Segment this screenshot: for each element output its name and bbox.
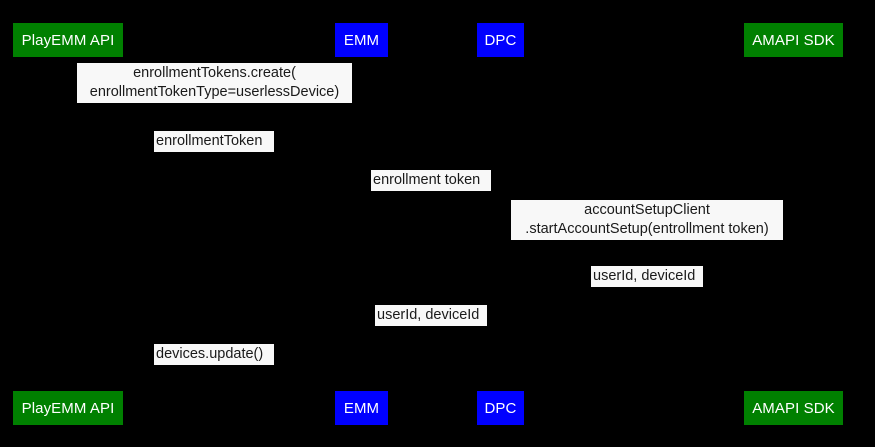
message-arrow-7-line bbox=[68, 372, 361, 373]
message-arrow-4-head bbox=[784, 243, 793, 251]
message-arrow-4-line bbox=[500, 247, 793, 248]
lifeline-amapi-sdk bbox=[793, 58, 794, 390]
message-label-4: accountSetupClient .startAccountSetup(en… bbox=[511, 200, 783, 240]
message-arrow-3-line bbox=[361, 198, 500, 199]
participant-footer-label-emm: EMM bbox=[343, 399, 380, 417]
message-arrow-2-line bbox=[68, 159, 361, 160]
message-arrow-5-line bbox=[500, 294, 793, 295]
lifeline-dpc bbox=[500, 58, 501, 390]
participant-footer-playemm-api[interactable]: PlayEMM API bbox=[12, 390, 124, 426]
message-arrow-6-line bbox=[361, 333, 500, 334]
participant-label-dpc: DPC bbox=[484, 31, 517, 49]
participant-footer-emm[interactable]: EMM bbox=[334, 390, 389, 426]
message-label-2: enrollmentToken bbox=[154, 131, 274, 152]
message-label-1: enrollmentTokens.create( enrollmentToken… bbox=[77, 63, 352, 103]
participant-footer-label-amapi-sdk: AMAPI SDK bbox=[752, 399, 835, 417]
message-label-7: devices.update() bbox=[154, 344, 274, 365]
lifeline-emm bbox=[361, 58, 362, 390]
message-arrow-3-head bbox=[491, 194, 500, 202]
participant-footer-label-dpc: DPC bbox=[484, 399, 517, 417]
participant-header-amapi-sdk[interactable]: AMAPI SDK bbox=[743, 22, 844, 58]
message-arrow-1-head bbox=[68, 106, 77, 114]
message-label-5: userId, deviceId bbox=[591, 266, 703, 287]
message-arrow-6-head bbox=[361, 329, 370, 337]
message-arrow-7-head bbox=[68, 368, 77, 376]
participant-label-playemm-api: PlayEMM API bbox=[21, 31, 115, 49]
participant-footer-dpc[interactable]: DPC bbox=[476, 390, 525, 426]
message-label-3: enrollment token bbox=[371, 170, 491, 191]
participant-label-amapi-sdk: AMAPI SDK bbox=[752, 31, 835, 49]
message-arrow-5-head bbox=[500, 290, 509, 298]
participant-label-emm: EMM bbox=[343, 31, 380, 49]
participant-header-emm[interactable]: EMM bbox=[334, 22, 389, 58]
message-label-6: userId, deviceId bbox=[375, 305, 487, 326]
participant-header-playemm-api[interactable]: PlayEMM API bbox=[12, 22, 124, 58]
message-arrow-2-head bbox=[352, 155, 361, 163]
participant-footer-label-playemm-api: PlayEMM API bbox=[21, 399, 115, 417]
participant-header-dpc[interactable]: DPC bbox=[476, 22, 525, 58]
lifeline-playemm-api bbox=[68, 58, 69, 390]
message-arrow-1-line bbox=[68, 110, 361, 111]
participant-footer-amapi-sdk[interactable]: AMAPI SDK bbox=[743, 390, 844, 426]
